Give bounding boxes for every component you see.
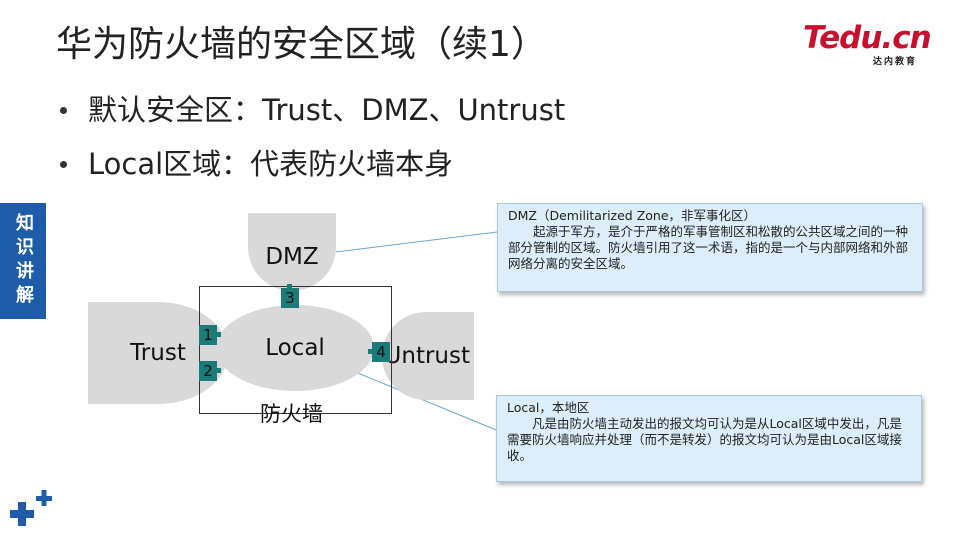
dmz-callout-body: 起源于军方，是介于严格的军事管制区和松散的公共区域之间的一种部分管制的区域。防火… <box>508 224 909 271</box>
slide-title: 华为防火墙的安全区域（续1） <box>56 24 547 65</box>
untrust-zone: Untrust <box>382 312 474 400</box>
local-callout-heading: Local，本地区 <box>507 400 590 415</box>
dmz-callout-heading: DMZ（Demilitarized Zone，非军事化区） <box>508 208 757 223</box>
bullet-list: 默认安全区：Trust、DMZ、Untrust Local区域：代表防火墙本身 <box>60 88 565 196</box>
trust-zone: Trust <box>88 302 228 404</box>
knowledge-tab: 知识讲解 <box>0 203 46 319</box>
trust-zone-label: Trust <box>130 340 186 366</box>
firewall-box <box>199 286 392 414</box>
logo-text: Tedu.cn <box>803 20 932 56</box>
port-2: 2 <box>199 361 221 381</box>
untrust-zone-label: Untrust <box>384 343 470 369</box>
bullet-item: Local区域：代表防火墙本身 <box>60 142 565 186</box>
knowledge-tab-label: 知识讲解 <box>13 213 34 309</box>
logo-subtitle: 达内教育 <box>873 57 918 67</box>
tedu-logo: Tedu.cn 达内教育 <box>803 20 938 70</box>
local-zone-label: Local <box>265 335 325 361</box>
local-callout-body: 凡是由防火墙主动发出的报文均可认为是从Local区域中发出，凡是需要防火墙响应并… <box>507 416 902 463</box>
port-3: 3 <box>281 284 299 308</box>
bullet-item: 默认安全区：Trust、DMZ、Untrust <box>60 88 565 132</box>
port-4: 4 <box>368 342 390 362</box>
dmz-zone-label: DMZ <box>265 244 319 270</box>
dmz-callout: DMZ（Demilitarized Zone，非军事化区） 起源于军方，是介于严… <box>497 203 923 292</box>
plus-logo-icon <box>10 490 52 526</box>
dmz-zone: DMZ <box>248 213 336 291</box>
dmz-callout-line <box>335 231 498 253</box>
local-callout: Local，本地区 凡是由防火墙主动发出的报文均可认为是从Local区域中发出，… <box>496 395 922 482</box>
local-zone: Local <box>216 305 374 391</box>
port-1: 1 <box>199 325 221 345</box>
firewall-label: 防火墙 <box>260 402 323 426</box>
